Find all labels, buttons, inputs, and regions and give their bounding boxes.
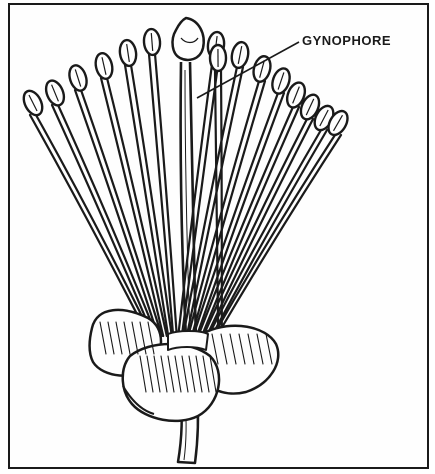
gynophore-label: GYNOPHORE bbox=[302, 33, 391, 48]
filament-line bbox=[221, 70, 222, 336]
anther bbox=[210, 45, 226, 71]
filament-line bbox=[198, 107, 293, 336]
filament-line bbox=[75, 90, 158, 336]
anther bbox=[20, 88, 46, 118]
filament-line bbox=[36, 115, 152, 336]
anther bbox=[230, 41, 251, 70]
filament-line bbox=[182, 57, 219, 336]
anther bbox=[93, 52, 114, 81]
filament-line bbox=[30, 115, 148, 336]
gynophore bbox=[173, 18, 204, 338]
filament-line bbox=[215, 70, 218, 336]
anther bbox=[66, 63, 89, 93]
filament-line bbox=[208, 130, 321, 336]
filament-line bbox=[52, 105, 153, 336]
anther bbox=[143, 28, 161, 55]
anther bbox=[118, 39, 138, 67]
anther bbox=[43, 78, 68, 108]
